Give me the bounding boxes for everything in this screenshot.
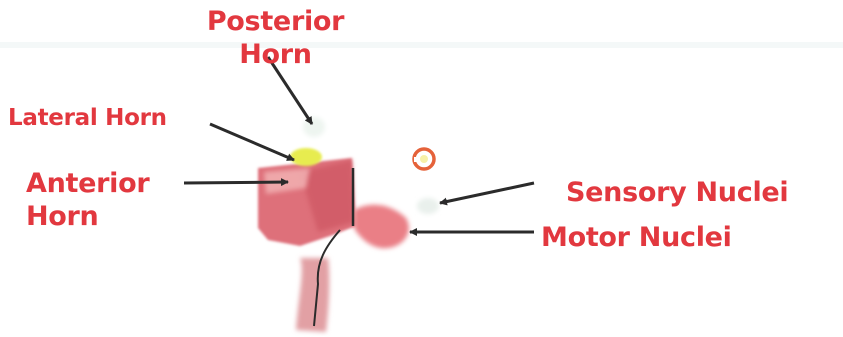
motor-nuclei-label: Motor Nuclei — [541, 222, 732, 253]
ventral-root-tissue — [296, 258, 330, 332]
sensory-nuclei-shape — [417, 198, 439, 214]
arrow-anterior-horn — [183, 178, 289, 187]
lateral-horn-label: Lateral Horn — [8, 105, 167, 131]
anterior-horn-shade — [300, 160, 354, 232]
anterior-horn-label-line-1: Anterior — [26, 168, 150, 199]
arrow-sensory-nuclei — [439, 181, 535, 206]
root-edge-curve — [313, 229, 341, 327]
ganglion-icon — [412, 147, 436, 171]
sensory-nuclei-label: Sensory Nuclei — [566, 177, 789, 208]
posterior-horn-label-line-1: Posterior — [206, 6, 345, 37]
anterior-horn-label-line-2: Horn — [26, 201, 99, 232]
motor-nuclei-shape — [354, 204, 409, 249]
lateral-horn-shape — [290, 148, 322, 166]
arrow-posterior-horn — [266, 56, 314, 125]
arrow-lateral-horn — [209, 122, 295, 162]
background-band — [0, 42, 843, 48]
posterior-horn-shape — [303, 117, 325, 137]
posterior-horn-label-line-2: Horn — [239, 39, 312, 70]
